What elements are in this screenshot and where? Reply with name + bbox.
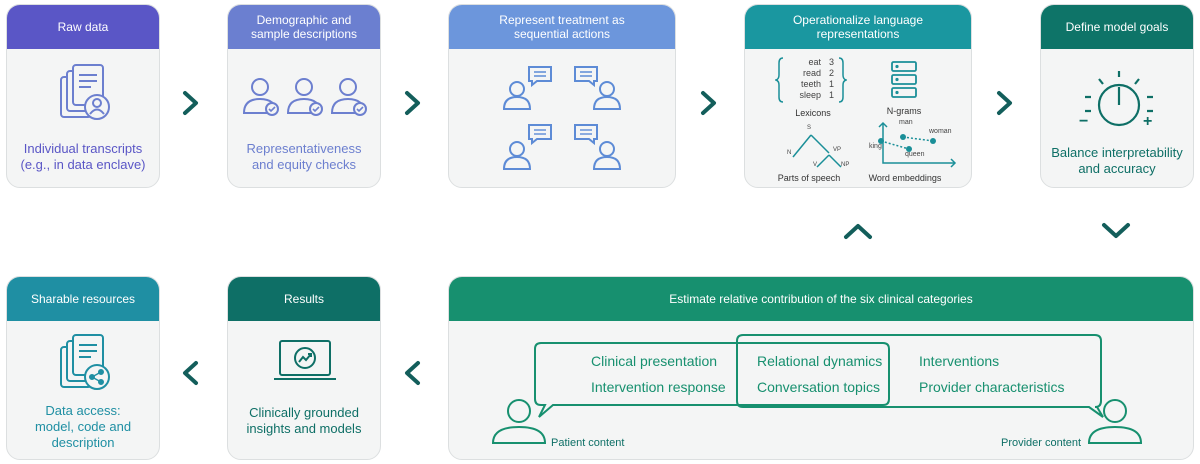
- demographic-title-1: Demographic and: [256, 13, 352, 27]
- lexicon-word-sleep: sleep: [799, 90, 821, 100]
- treatment-card: Represent treatment as sequential action…: [448, 4, 676, 188]
- goals-text-1: Balance interpretability: [1051, 145, 1183, 160]
- conversation-bubbles-icon: [449, 277, 1193, 459]
- results-title: Results: [228, 277, 380, 321]
- raw-data-text-2: (e.g., in data enclave): [20, 157, 146, 172]
- results-text-2: insights and models: [246, 421, 362, 436]
- sharable-card: Sharable resources Data access: model, c…: [6, 276, 160, 460]
- results-card: Results Clinically grounded insights and…: [227, 276, 381, 460]
- language-title: Operationalize language representations: [745, 5, 971, 49]
- embedding-plot-icon: [869, 119, 959, 173]
- raw-data-title: Raw data: [7, 5, 159, 49]
- people-check-icon: [238, 75, 372, 119]
- embed-word-queen: queen: [905, 151, 925, 158]
- chevron-right-icon: [994, 90, 1016, 116]
- pos-label: Parts of speech: [777, 173, 841, 183]
- goals-title: Define model goals: [1041, 5, 1193, 49]
- pos-node-v: V: [813, 162, 818, 168]
- chevron-right-icon: [402, 90, 424, 116]
- goals-card: Define model goals − + Balance interpret…: [1040, 4, 1194, 188]
- conversation-icon: [499, 63, 629, 175]
- sharable-text-2: model, code and: [34, 419, 132, 434]
- demographic-title: Demographic and sample descriptions: [228, 5, 380, 49]
- language-card: Operationalize language representations …: [744, 4, 972, 188]
- lexicon-word-eat: eat: [808, 57, 821, 67]
- pos-node-vp: VP: [833, 147, 842, 153]
- goals-plus-sign: +: [1143, 113, 1153, 130]
- category-provider-characteristics: Provider characteristics: [919, 379, 1065, 395]
- goals-text-2: and accuracy: [1078, 161, 1156, 176]
- transcripts-icon: [53, 61, 117, 127]
- shared-documents-icon: [53, 331, 117, 397]
- embed-word-king: king: [869, 143, 882, 150]
- goals-minus-sign: −: [1079, 113, 1089, 130]
- lexicon-count-4: 1: [829, 90, 835, 100]
- category-interventions: Interventions: [919, 353, 1000, 369]
- pos-node-s: S: [807, 125, 812, 131]
- chevron-right-icon: [180, 90, 202, 116]
- chevron-down-icon: [1100, 220, 1132, 242]
- lexicon-count-3: 1: [829, 79, 835, 89]
- demographic-title-2: sample descriptions: [250, 27, 358, 41]
- estimate-card: Estimate relative contribution of the si…: [448, 276, 1194, 460]
- lexicons-label: Lexicons: [795, 108, 831, 118]
- demographic-text-1: Representativeness: [246, 141, 362, 156]
- ngrams-label: N-grams: [886, 106, 922, 116]
- chevron-right-icon: [698, 90, 720, 116]
- embed-word-man: man: [899, 119, 913, 126]
- treatment-title-2: sequential actions: [513, 27, 611, 41]
- provider-content-label: Provider content: [1001, 437, 1082, 449]
- lexicon-brace-icon: [775, 55, 847, 105]
- raw-data-text-1: Individual transcripts: [23, 141, 143, 156]
- treatment-title: Represent treatment as sequential action…: [449, 5, 675, 49]
- demographic-card: Demographic and sample descriptions Repr…: [227, 4, 381, 188]
- category-clinical-presentation: Clinical presentation: [591, 353, 718, 369]
- results-text-1: Clinically grounded: [249, 405, 359, 420]
- estimate-title: Estimate relative contribution of the si…: [449, 277, 1193, 321]
- embeddings-label: Word embeddings: [868, 173, 942, 183]
- ngrams-icon: [891, 61, 917, 99]
- chevron-up-icon: [842, 220, 874, 242]
- demographic-text-2: and equity checks: [251, 157, 357, 172]
- category-conversation-topics: Conversation topics: [757, 379, 880, 395]
- lexicon-count-1: 3: [829, 57, 835, 67]
- sharable-text-3: description: [51, 435, 115, 450]
- lexicon-count-2: 2: [829, 68, 835, 78]
- lexicon-word-read: read: [802, 68, 821, 78]
- chevron-left-icon: [180, 360, 202, 386]
- pos-node-n: N: [787, 150, 792, 156]
- treatment-title-1: Represent treatment as: [499, 13, 625, 27]
- patient-content-label: Patient content: [551, 437, 625, 449]
- parse-tree-icon: [779, 127, 849, 173]
- chevron-left-icon: [402, 360, 424, 386]
- embed-word-woman: woman: [929, 128, 952, 135]
- laptop-chart-icon: [272, 337, 338, 387]
- lexicon-word-teeth: teeth: [800, 79, 821, 89]
- category-relational-dynamics: Relational dynamics: [757, 353, 883, 369]
- sharable-title: Sharable resources: [7, 277, 159, 321]
- sharable-text-1: Data access:: [45, 403, 121, 418]
- pos-node-np: NP: [841, 162, 850, 168]
- raw-data-card: Raw data Individual transcripts (e.g., i…: [6, 4, 160, 188]
- category-intervention-response: Intervention response: [591, 379, 726, 395]
- dial-icon: [1079, 67, 1159, 139]
